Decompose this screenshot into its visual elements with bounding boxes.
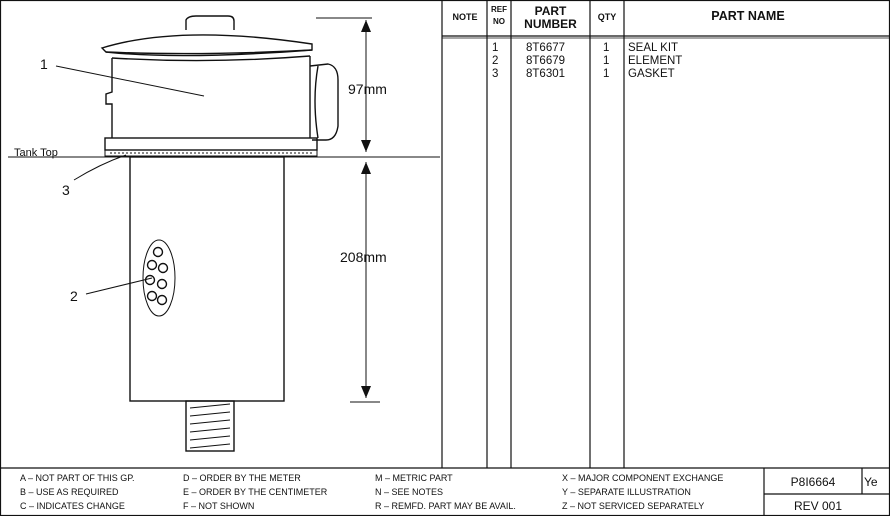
legend-item: A – NOT PART OF THIS GP.: [20, 473, 135, 483]
row-qty: 1: [603, 42, 610, 54]
legend-item: B – USE AS REQUIRED: [20, 487, 119, 497]
legend-column-4: X – MAJOR COMPONENT EXCHANGE Y – SEPARAT…: [562, 471, 723, 513]
row-part-number: 8T6301: [526, 68, 566, 80]
revision-label: REV 001: [793, 499, 843, 513]
callout-1: 1: [40, 56, 48, 72]
y-mark: Ye: [864, 475, 878, 489]
header-ref-line1: REF: [491, 5, 507, 14]
legend-item: Y – SEPARATE ILLUSTRATION: [562, 487, 691, 497]
legend-column-3: M – METRIC PART N – SEE NOTES R – REMFD.…: [375, 471, 516, 513]
row-qty: 1: [603, 55, 610, 67]
illustration-number: P8I6664: [790, 475, 836, 489]
row-ref: 2: [492, 55, 499, 67]
header-part-line2: NUMBER: [524, 17, 577, 31]
header-part-name: PART NAME: [711, 9, 785, 23]
row-ref: 3: [492, 68, 499, 80]
row-name: GASKET: [628, 68, 675, 80]
legend-item: D – ORDER BY THE METER: [183, 473, 301, 483]
legend-column-1: A – NOT PART OF THIS GP. B – USE AS REQU…: [20, 471, 135, 513]
legend-item: F – NOT SHOWN: [183, 501, 255, 511]
callout-2: 2: [70, 288, 78, 304]
row-ref: 1: [492, 42, 499, 54]
legend-column-2: D – ORDER BY THE METER E – ORDER BY THE …: [183, 471, 327, 513]
legend-item: Z – NOT SERVICED SEPARATELY: [562, 501, 705, 511]
legend-item: E – ORDER BY THE CENTIMETER: [183, 487, 328, 497]
header-part-line1: PART: [534, 4, 567, 18]
legend-item: M – METRIC PART: [375, 473, 453, 483]
header-qty: QTY: [597, 12, 617, 22]
row-part-number: 8T6677: [526, 42, 566, 54]
row-part-number: 8T6679: [526, 55, 566, 67]
header-note: NOTE: [452, 12, 478, 22]
row-qty: 1: [603, 68, 610, 80]
legend-item: N – SEE NOTES: [375, 487, 444, 497]
dimension-upper: 97mm: [348, 81, 387, 97]
header-ref-line2: NO: [493, 17, 505, 26]
legend-item: R – REMFD. PART MAY BE AVAIL.: [375, 501, 516, 511]
legend-item: X – MAJOR COMPONENT EXCHANGE: [562, 473, 724, 483]
legend-item: C – INDICATES CHANGE: [20, 501, 125, 511]
row-name: SEAL KIT: [628, 42, 679, 54]
tank-top-label: Tank Top: [14, 147, 58, 159]
row-name: ELEMENT: [628, 55, 683, 67]
callout-3: 3: [62, 182, 70, 198]
dimension-lower: 208mm: [340, 249, 387, 265]
